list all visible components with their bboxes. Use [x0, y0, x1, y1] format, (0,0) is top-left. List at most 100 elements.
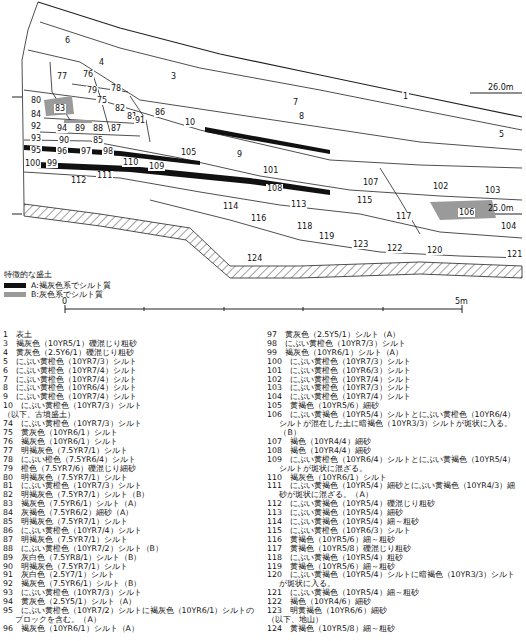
layer-number: 109: [148, 162, 165, 171]
legend-text: B:灰色系でシルト質: [31, 290, 103, 299]
layer-number: 97: [80, 147, 92, 156]
layer-number: 89: [74, 124, 86, 133]
legend-row: A:褐灰色系でシルト質: [4, 281, 111, 290]
layer-number: 120: [426, 246, 443, 255]
layer-number: 103: [484, 186, 501, 195]
layer-description: 5 にぶい黄橙色（10YR7/3）シルト: [3, 358, 259, 367]
layer-number: 107: [362, 178, 379, 187]
layer-number: 110: [122, 158, 139, 167]
layer-number: 119: [318, 232, 335, 241]
layer-number: 84: [30, 110, 42, 119]
layer-description: 81 にぶい黄橙色（10YR7/3）シルト: [3, 482, 259, 491]
layer-number: 79: [86, 86, 98, 95]
layer-description: 6 にぶい黄橙色（10YR7/4）シルト: [3, 367, 259, 376]
layer-description: 116 黄褐色（10YR5/6）細～粗砂: [267, 536, 523, 545]
layer-number: 113: [290, 200, 307, 209]
layer-number: 78: [110, 84, 122, 93]
layer-description: 8 にぶい黄橙色（10YR6/4）シルト: [3, 384, 259, 393]
layer-number: 115: [356, 196, 373, 205]
layer-description: 90 明褐灰色（7.5YR7/1）シルト: [3, 563, 259, 572]
layer-description: 95 にぶい黄橙色（10YR7/2）シルトに褐灰色（10YR6/1）シルトのブロ…: [3, 607, 259, 625]
layer-description: 75 黄灰色（10YR6/1）シルト: [3, 429, 259, 438]
layer-number: 87: [110, 124, 122, 133]
layer-number: 6: [64, 36, 71, 45]
layer-number: 114: [222, 202, 239, 211]
layer-description: 86 にぶい黄橙色（10YR7/4）シルト: [3, 527, 259, 536]
layer-description: 97 黄灰色（2.5Y5/1）シルト（A）: [267, 331, 523, 340]
layer-number: 99: [46, 159, 58, 168]
legend-swatch: [4, 283, 26, 288]
layer-description: 96 褐灰色（10YR6/1）シルト（A）: [3, 625, 259, 634]
layer-number: 92: [30, 122, 42, 131]
layer-number: 85: [92, 136, 104, 145]
layer-description: 74 にぶい黄橙色（10YR7/3）シルト: [3, 420, 259, 429]
layer-description: 99 褐灰色（10YR6/1）シルト（A）: [267, 349, 523, 358]
layer-description: 89 灰白色（7.5YR8/1）シルト（B）: [3, 554, 259, 563]
layer-number: 76: [82, 70, 94, 79]
layer-number: 82: [114, 104, 126, 113]
layer-number: 118: [296, 222, 313, 231]
layer-description: 9 にぶい黄橙色（10YR7/4）シルト: [3, 393, 259, 402]
layer-number: 90: [58, 136, 70, 145]
layer-description: 114 にぶい黄褐色（10YR5/4）細～粗砂: [267, 518, 523, 527]
layer-number: 102: [432, 182, 449, 191]
layer-number: 112: [70, 176, 87, 185]
layer-description: 83 褐灰色（7.5YR6/1）シルト（A）: [3, 500, 259, 509]
layer-number: 83: [54, 104, 66, 113]
layer-description: 80 明褐灰色（7.5YR7/1）シルト: [3, 474, 259, 483]
layer-description: 88 にぶい黄橙色（10YR7/2）シルト（B）: [3, 545, 259, 554]
layer-number: 91: [134, 116, 146, 125]
layer-description: 101 にぶい黄橙色（10YR6/3）シルト: [267, 367, 523, 376]
layer-description: 120 にぶい黄褐色（10YR5/4）シルトに暗褐色（10YR3/3）シルトが斑…: [267, 571, 523, 589]
layer-description: 110 褐灰色（10YR6/1）シルト: [267, 474, 523, 483]
layer-description: 103 にぶい黄橙色（10YR7/3）シルト: [267, 384, 523, 393]
layer-description: 121 にぶい黄褐色（10YR5/4）細～粗砂: [267, 589, 523, 598]
legend-swatch: [4, 292, 26, 297]
layer-number: 5: [498, 130, 505, 139]
layer-description: （以下、古墳盛土）: [3, 411, 259, 420]
layer-number: 88: [92, 124, 104, 133]
elevation-label: 25.0m: [488, 204, 514, 213]
layer-number: 106: [458, 208, 475, 217]
layer-number: 86: [154, 108, 166, 117]
layer-description: 3 褐灰色（10YR5/1）礫混じり粗砂: [3, 340, 259, 349]
layer-description: 82 明褐灰色（7.5YR7/1）シルト（B）: [3, 491, 259, 500]
layer-description: 87 明褐灰色（7.5YR7/1）シルト: [3, 536, 259, 545]
layer-number: 100: [24, 159, 41, 168]
layer-description: 7 にぶい黄橙色（10YR7/4）シルト: [3, 376, 259, 385]
layer-description: 100 にぶい黄橙色（10YR7/3）シルト: [267, 358, 523, 367]
layer-description: 117 黄褐色（10YR5/8）礫混じり粗砂: [267, 545, 523, 554]
layer-description: （以下、地山）: [267, 616, 523, 625]
layer-number: 9: [236, 150, 243, 159]
layer-description: 118 にぶい黄褐色（10YR5/4）粗砂: [267, 554, 523, 563]
layer-number: 108: [266, 184, 283, 193]
layer-description: 113 にぶい黄褐色（10YR5/4）細砂: [267, 509, 523, 518]
layer-number: 94: [56, 124, 68, 133]
layer-description: 102 にぶい黄橙色（10YR7/4）シルト: [267, 376, 523, 385]
feature-fills: [24, 96, 496, 220]
layer-number: 96: [56, 147, 68, 156]
layer-description: 109 にぶい黄橙色（10YR6/4）シルトとにぶい黄褐色（10YR5/4）シル…: [267, 456, 523, 474]
layer-description: 104 にぶい黄橙色（10YR7/4）シルト: [267, 393, 523, 402]
layer-description: 112 にぶい黄褐色（10YR5/4）礫混じり粗砂: [267, 500, 523, 509]
layer-number: 3: [170, 72, 177, 81]
layer-number: 98: [102, 147, 114, 156]
layer-number: 105: [180, 148, 197, 157]
layer-description: 123 明黄褐色（10YR6/6）細砂: [267, 607, 523, 616]
layer-description: 94 黄灰色（2.5Y5/1）シルト（A）: [3, 598, 259, 607]
layer-description: 1 表土: [3, 331, 259, 340]
layer-description: 122 褐色（10YR4/6）細砂: [267, 598, 523, 607]
layer-number: 121: [506, 250, 523, 259]
layer-description: 106 にぶい黄褐色（10YR5/4）シルトとにぶい黄橙色（10YR6/4）シル…: [267, 411, 523, 438]
layer-number: 77: [56, 72, 68, 81]
layer-description: 105 黄褐色（10YR5/6）細砂: [267, 402, 523, 411]
layer-number: 93: [30, 134, 42, 143]
legend-heading: 特徴的な盛土: [4, 270, 52, 279]
layer-description: 91 灰白色（2.5Y7/1）シルト: [3, 571, 259, 580]
layer-number: 10: [184, 118, 196, 127]
layer-description: 92 褐灰色（7.5YR6/1）シルト（B）: [3, 580, 259, 589]
layer-description: 108 褐色（10YR4/4）細砂: [267, 447, 523, 456]
scale-label: 5m: [455, 297, 468, 306]
layer-description: 93 にぶい黄橙色（10YR7/3）シルト: [3, 589, 259, 598]
layer-number: 95: [30, 146, 42, 155]
